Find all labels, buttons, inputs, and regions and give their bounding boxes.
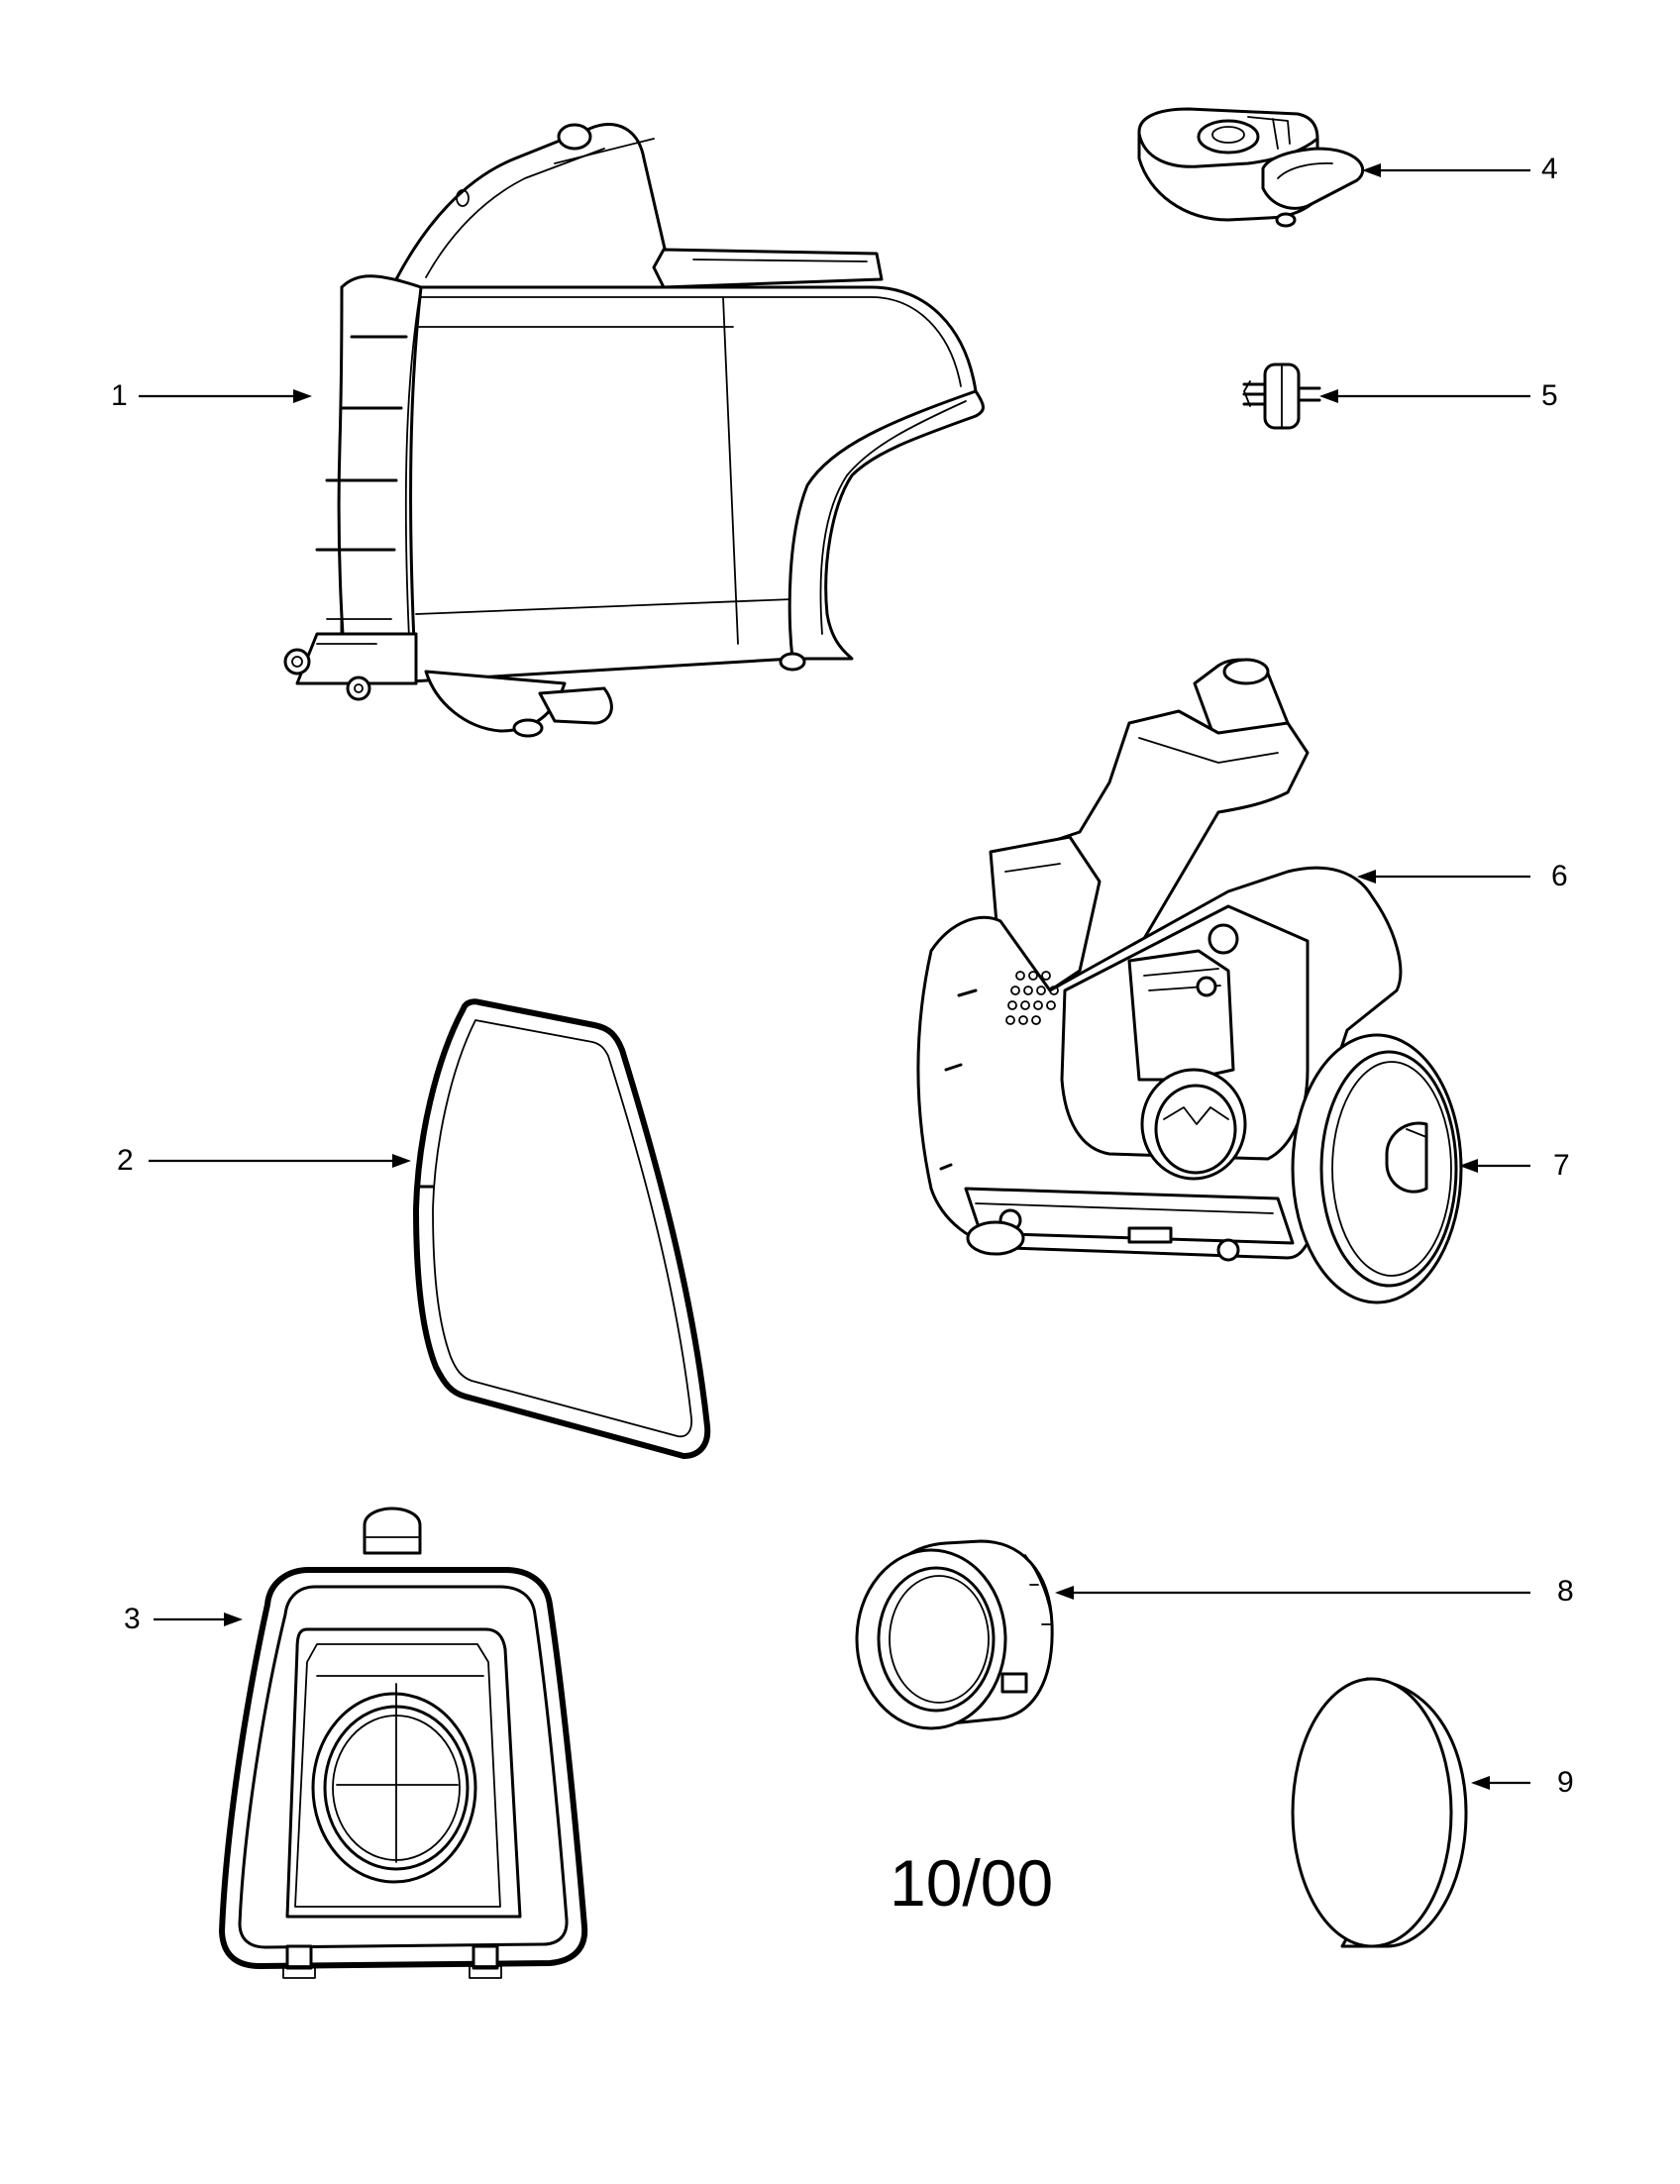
leader-lines xyxy=(139,163,1530,1790)
arrowhead-1 xyxy=(293,389,312,403)
callout-2: 2 xyxy=(117,1144,134,1177)
arrowhead-7 xyxy=(1459,1159,1478,1173)
part-9-filter-disc xyxy=(1291,1677,1468,1948)
part-6-base-housing xyxy=(916,658,1403,1262)
callout-9: 9 xyxy=(1557,1766,1574,1799)
arrowhead-8 xyxy=(1055,1586,1074,1600)
arrowhead-3 xyxy=(224,1612,243,1626)
part-4-handle-cup xyxy=(1137,107,1365,228)
callout-5: 5 xyxy=(1541,379,1558,412)
part-3-dirt-cup-lid xyxy=(219,1507,588,1979)
callout-6: 6 xyxy=(1551,860,1568,892)
arrowhead-5 xyxy=(1319,389,1338,403)
vent-holes xyxy=(1005,971,1059,1025)
callout-4: 4 xyxy=(1541,153,1558,185)
part-5-connector xyxy=(1242,363,1321,430)
part-2-gasket xyxy=(413,998,711,1459)
arrowhead-6 xyxy=(1357,870,1376,884)
part-8-filter-housing xyxy=(855,1539,1054,1730)
arrowhead-4 xyxy=(1362,163,1381,177)
callout-3: 3 xyxy=(124,1603,141,1635)
part-7-wheel xyxy=(1291,1033,1463,1304)
callout-8: 8 xyxy=(1557,1575,1574,1608)
callout-1: 1 xyxy=(111,379,128,412)
arrowhead-9 xyxy=(1471,1776,1490,1790)
arrowhead-2 xyxy=(392,1154,411,1168)
part-1-canister-body xyxy=(283,123,985,738)
callout-7: 7 xyxy=(1553,1149,1570,1182)
revision-date-code: 10/00 xyxy=(890,1846,1054,1920)
